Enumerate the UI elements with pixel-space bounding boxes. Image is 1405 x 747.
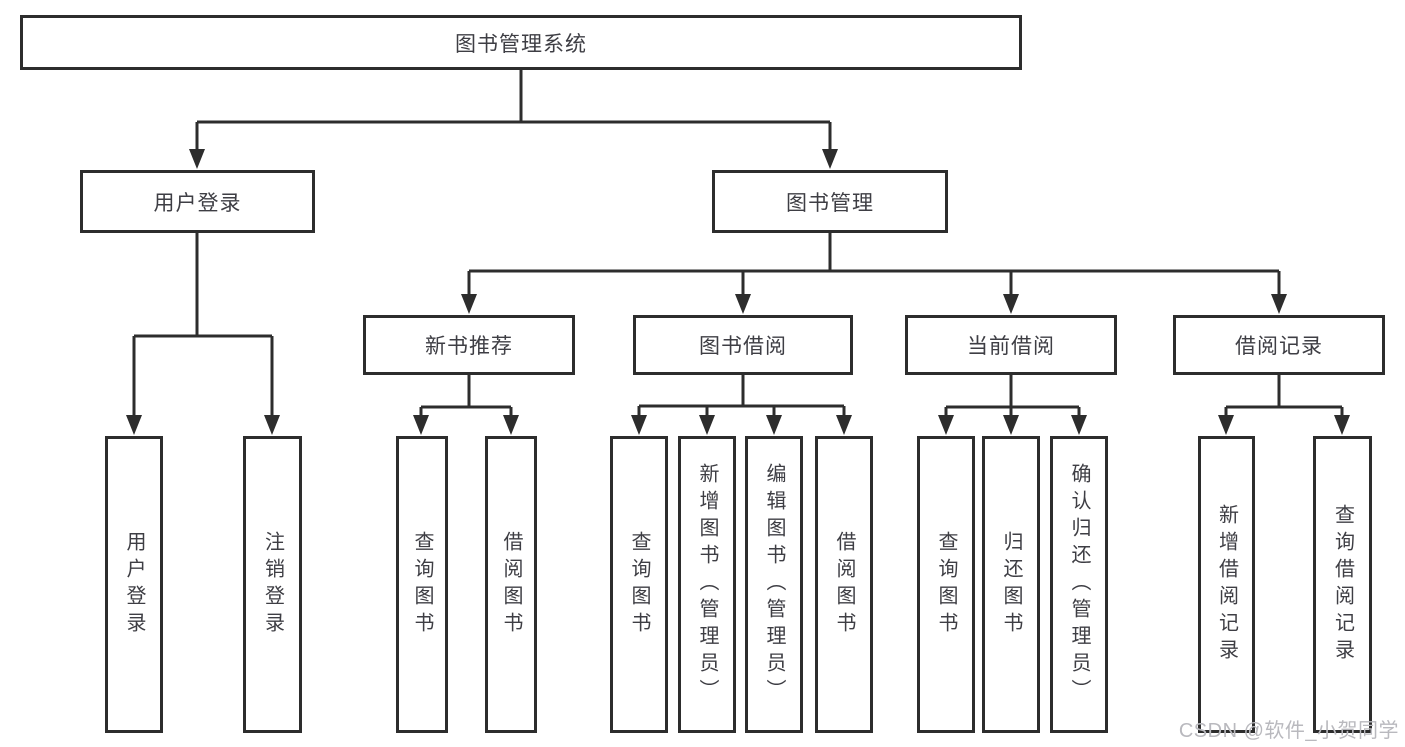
node-current-borrowing: 当前借阅	[905, 315, 1117, 375]
node-label: 用户登录	[153, 191, 242, 215]
arrowhead	[699, 415, 715, 435]
arrowhead	[1071, 415, 1087, 435]
node-label: 新增借阅记录	[1215, 503, 1238, 666]
connector-newbook-to-leaves	[419, 375, 513, 425]
node-new-book-recommend: 新书推荐	[363, 315, 575, 375]
node-label: 查询图书	[411, 530, 433, 639]
node-label: 归还图书	[1000, 530, 1022, 639]
leaf-borrow-books: 借阅图书	[485, 436, 537, 733]
arrowhead	[735, 294, 751, 314]
arrowhead	[836, 415, 852, 435]
arrowhead	[461, 294, 477, 314]
arrowhead	[126, 415, 142, 435]
arrowhead	[631, 415, 647, 435]
watermark: CSDN @软件_小贺同学	[1178, 720, 1399, 742]
node-book-borrowing: 图书借阅	[633, 315, 853, 375]
node-label: 新书推荐	[425, 335, 513, 358]
arrowhead	[189, 149, 205, 169]
connector-borrow-to-leaves	[637, 375, 846, 425]
leaf-confirm-return-admin: 确认归还（管理员）	[1050, 436, 1108, 733]
connector-root-to-level2	[195, 70, 832, 159]
arrowhead	[413, 415, 429, 435]
node-label: 查询图书	[628, 530, 650, 639]
node-book-management: 图书管理	[712, 170, 948, 233]
node-label: 查询图书	[935, 530, 957, 639]
arrowhead	[1003, 415, 1019, 435]
node-library-management-system: 图书管理系统	[20, 15, 1022, 70]
node-label: 注销登录	[261, 530, 284, 639]
arrowhead	[1218, 415, 1234, 435]
node-label: 编辑图书（管理员）	[763, 463, 785, 706]
connector-bookmgmt-to-level3	[467, 233, 1281, 304]
leaf-query-books: 查询图书	[917, 436, 975, 733]
arrowhead	[264, 415, 280, 435]
leaf-borrow-books: 借阅图书	[815, 436, 873, 733]
node-borrowing-records: 借阅记录	[1173, 315, 1385, 375]
node-label: 借阅记录	[1235, 335, 1323, 358]
leaf-edit-books-admin: 编辑图书（管理员）	[745, 436, 803, 733]
leaf-query-borrow-record: 查询借阅记录	[1313, 436, 1372, 733]
node-label: 当前借阅	[967, 335, 1055, 358]
arrowhead	[1271, 294, 1287, 314]
node-label: 借阅图书	[500, 530, 522, 639]
connector-userlogin-to-leaves	[132, 233, 274, 425]
node-label: 图书借阅	[699, 335, 787, 358]
node-label: 图书管理系统	[455, 32, 587, 56]
leaf-logout: 注销登录	[243, 436, 302, 733]
arrowhead	[822, 149, 838, 169]
arrowhead	[1003, 294, 1019, 314]
connector-records-to-leaves	[1224, 375, 1344, 425]
arrowhead	[503, 415, 519, 435]
arrowhead	[1334, 415, 1350, 435]
node-label: 图书管理	[786, 191, 874, 215]
node-label: 查询借阅记录	[1331, 503, 1354, 666]
arrowhead	[766, 415, 782, 435]
leaf-return-books: 归还图书	[982, 436, 1040, 733]
node-label: 借阅图书	[833, 530, 855, 639]
leaf-query-books: 查询图书	[610, 436, 668, 733]
leaf-add-borrow-record: 新增借阅记录	[1198, 436, 1255, 733]
leaf-query-books: 查询图书	[396, 436, 448, 733]
node-label: 用户登录	[123, 530, 145, 639]
arrowhead	[938, 415, 954, 435]
arrowheads	[126, 149, 1350, 435]
node-user-login: 用户登录	[80, 170, 315, 233]
leaf-add-books-admin: 新增图书（管理员）	[678, 436, 736, 733]
leaf-user-login: 用户登录	[105, 436, 163, 733]
node-label: 确认归还（管理员）	[1068, 463, 1090, 706]
node-label: 新增图书（管理员）	[696, 463, 718, 706]
